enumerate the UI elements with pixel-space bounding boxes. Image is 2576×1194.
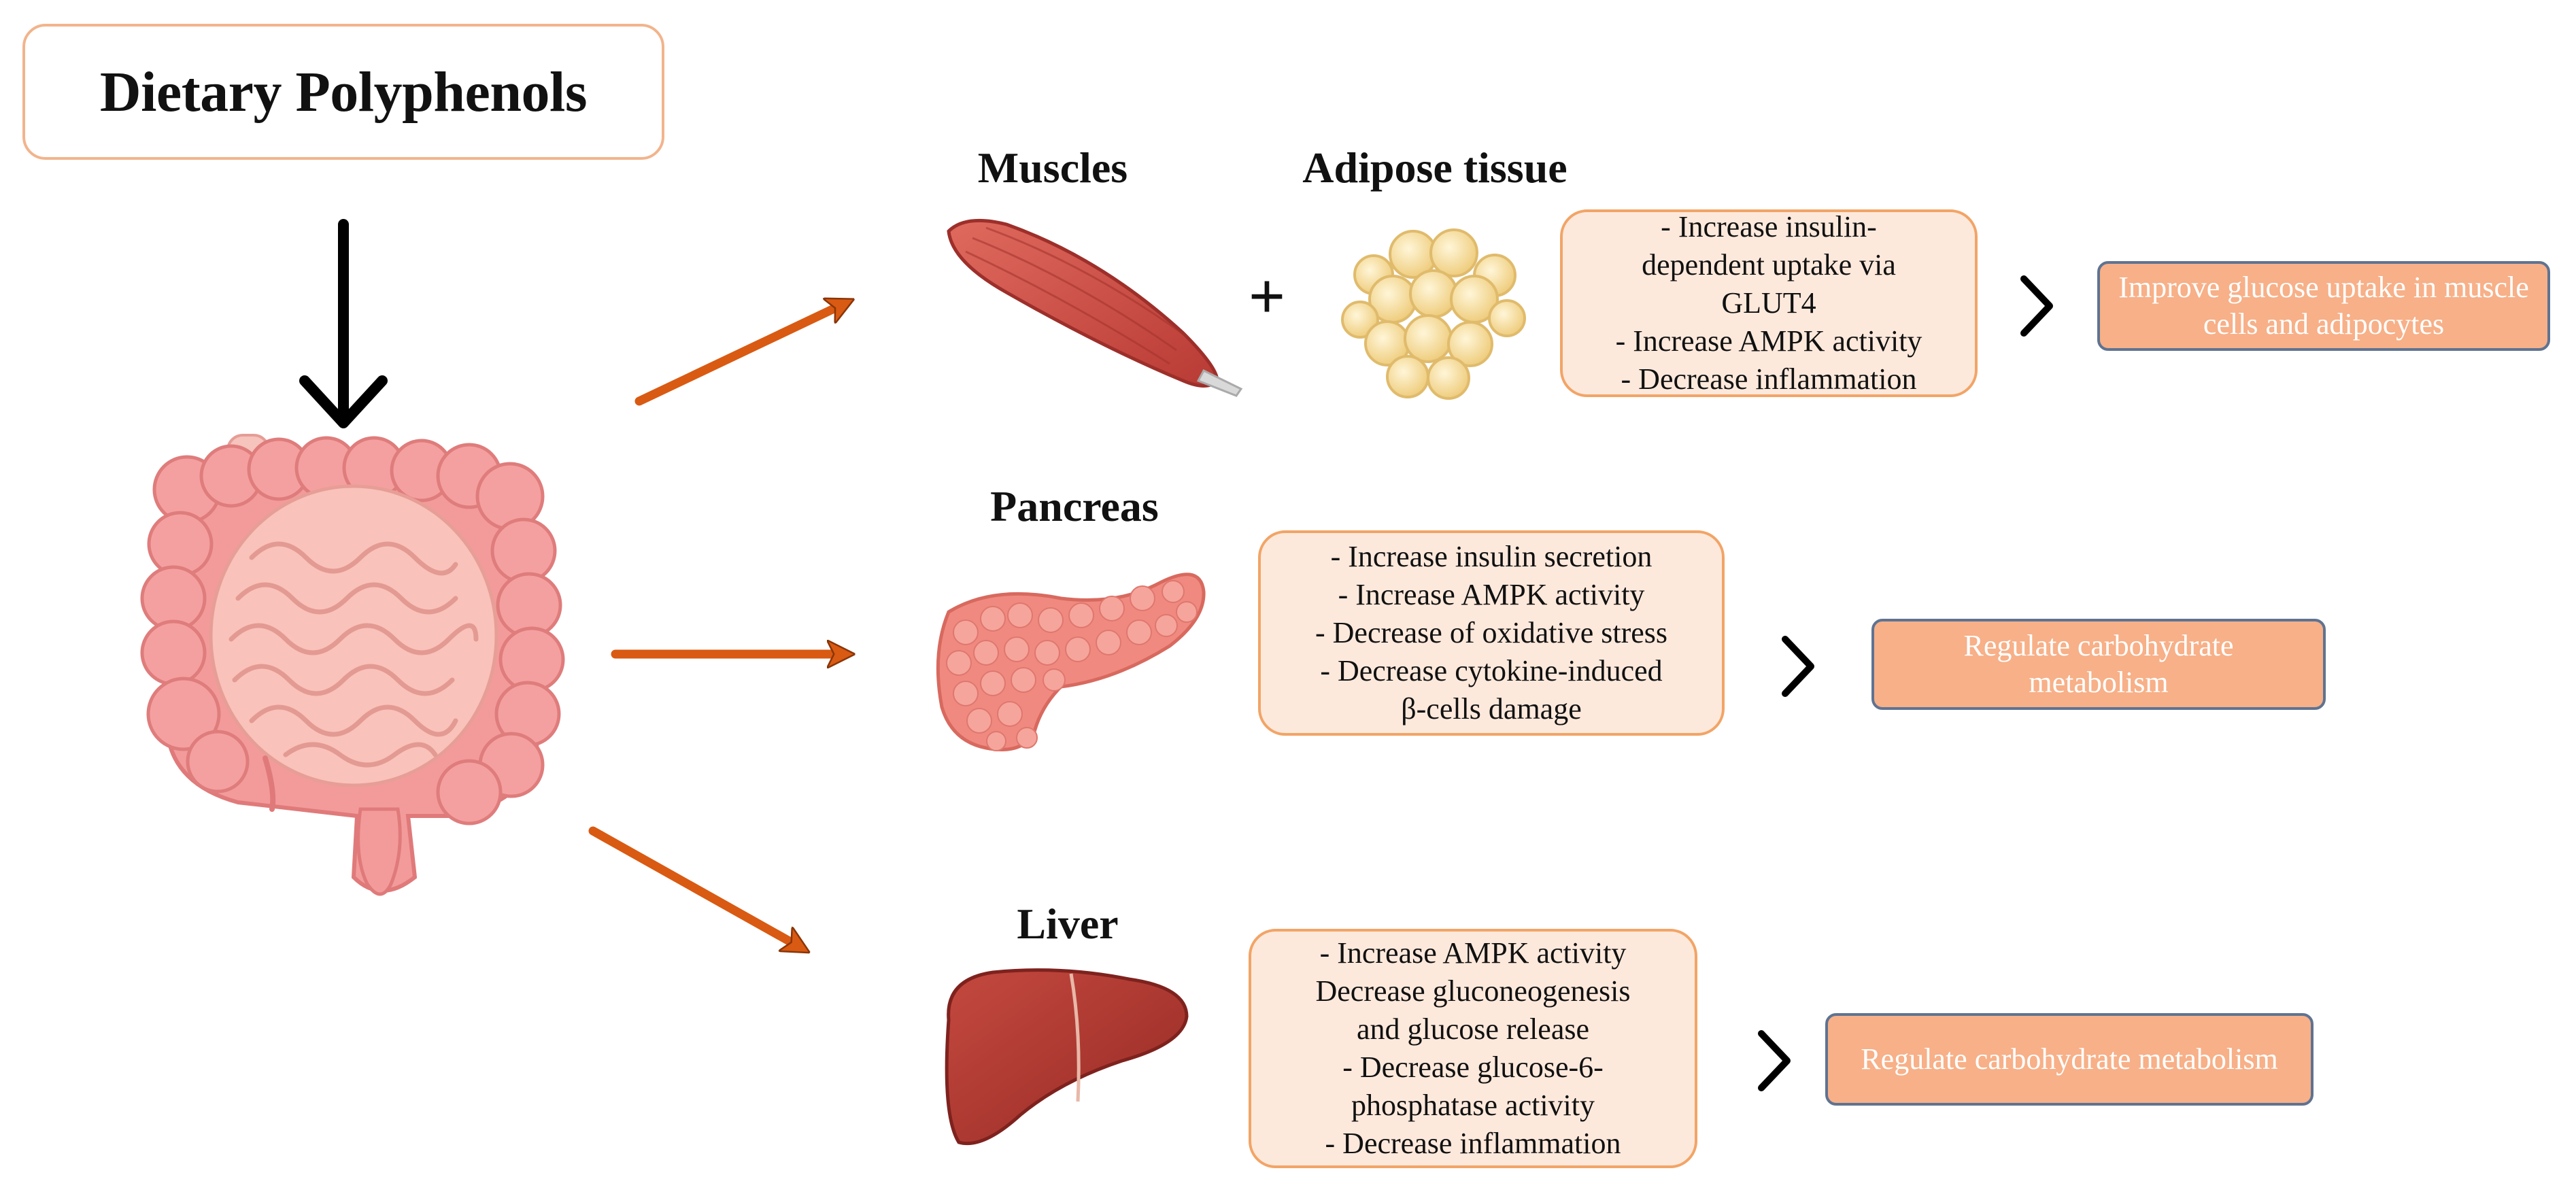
liver-label: Liver [1017, 900, 1119, 948]
effect-item: and glucose release [1356, 1012, 1590, 1046]
effect-item: Decrease gluconeogenesis [1315, 974, 1631, 1008]
effect-item: - Increase AMPK activity [1615, 324, 1922, 358]
effect-item: phosphatase activity [1351, 1089, 1595, 1122]
pancreas-effects-box: - Increase insulin secretion - Increase … [1258, 530, 1725, 736]
effect-item: β-cells damage [1401, 692, 1582, 726]
plus-sign: + [1248, 260, 1286, 332]
effect-item: - Increase insulin- [1661, 210, 1877, 243]
pancreas-outcome-box: Regulate carbohydrate metabolism [1871, 619, 2326, 710]
liver-effects-box: - Increase AMPK activity Decrease glucon… [1249, 929, 1697, 1168]
effect-item: - Decrease cytokine-induced [1320, 654, 1663, 687]
pancreas-label: Pancreas [990, 482, 1159, 530]
muscle-adipose-effects-box: - Increase insulin- dependent uptake via… [1560, 209, 1978, 397]
muscle-icon [947, 218, 1243, 397]
adipose-tissue-label: Adipose tissue [1302, 143, 1567, 192]
arrow-icon [588, 303, 847, 949]
effect-item: - Decrease inflammation [1621, 362, 1917, 396]
down-arrow-icon [299, 219, 388, 428]
effect-item: GLUT4 [1721, 286, 1816, 320]
chevron-right-icon [1758, 275, 2053, 1091]
effect-item: - Decrease of oxidative stress [1315, 616, 1667, 649]
muscles-label: Muscles [977, 143, 1128, 192]
effect-item: dependent uptake via [1642, 248, 1896, 282]
effect-item: - Increase AMPK activity [1319, 936, 1627, 970]
page-title: Dietary Polyphenols [22, 24, 664, 160]
liver-outcome-box: Regulate carbohydrate metabolism [1825, 1013, 2314, 1106]
liver-icon [945, 968, 1189, 1146]
effect-item: - Decrease inflammation [1325, 1127, 1621, 1160]
effect-item: - Increase AMPK activity [1338, 578, 1645, 611]
effect-item: - Increase insulin secretion [1330, 540, 1653, 573]
effect-item: - Decrease glucose-6- [1342, 1051, 1604, 1084]
intestine-icon [140, 434, 565, 896]
adipose-tissue-icon [1341, 228, 1526, 400]
pancreas-icon [936, 573, 1206, 751]
muscle-adipose-outcome-box: Improve glucose uptake in muscle cells a… [2097, 261, 2550, 351]
